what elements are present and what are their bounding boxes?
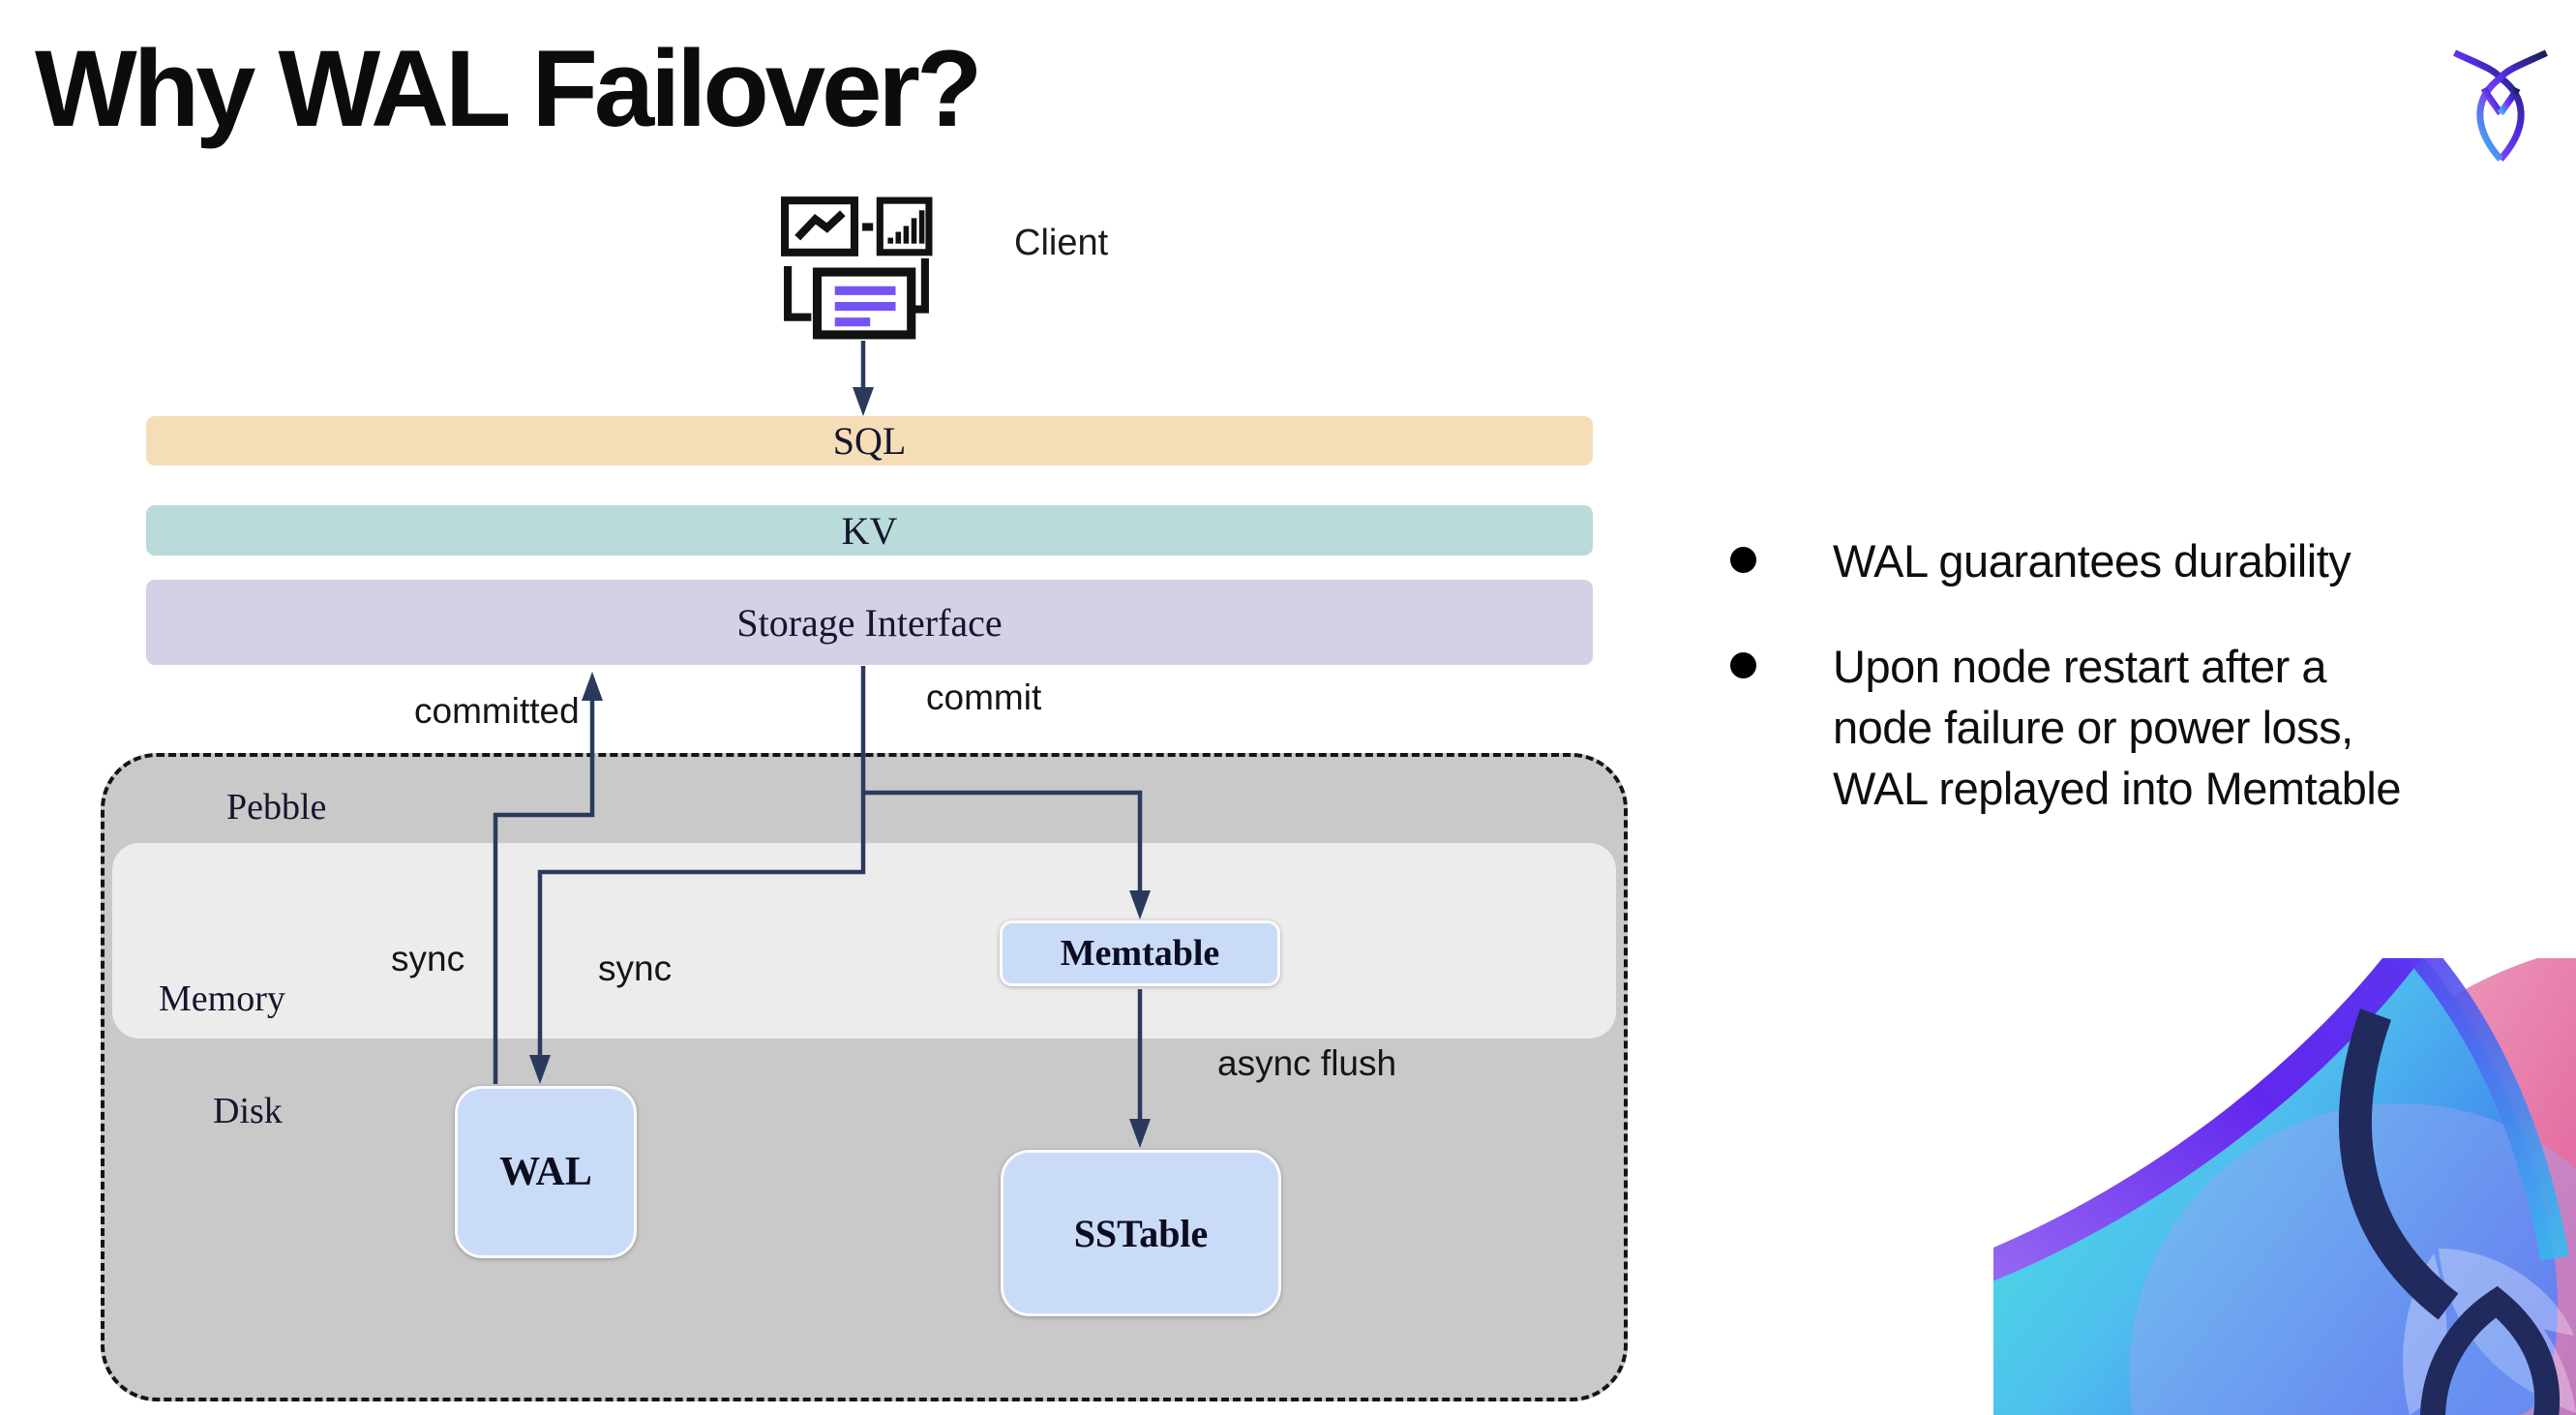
pebble-container: Pebble Memory Disk [101, 753, 1628, 1401]
layer-sql: SQL [146, 416, 1593, 466]
layer-sql-label: SQL [832, 419, 907, 463]
memtable-box: Memtable [1000, 920, 1280, 986]
brand-corner-graphic [1993, 958, 2576, 1415]
layer-kv-label: KV [841, 508, 898, 553]
arrowhead-committed-up [582, 672, 603, 701]
sstable-label: SSTable [1073, 1211, 1209, 1255]
cockroachdb-logo-icon [2453, 49, 2548, 162]
art-rim-arc [2405, 958, 2569, 1261]
pebble-label: Pebble [226, 787, 327, 828]
bullet-list: WAL guarantees durability Upon node rest… [1715, 530, 2566, 819]
client-icon [781, 196, 933, 340]
art-navy-stem [2339, 1009, 2459, 1320]
slide-title: Why WAL Failover? [35, 28, 982, 149]
wal-box: WAL [455, 1086, 637, 1258]
sync-wal-left-label: sync [391, 939, 465, 978]
commit-edge-label: commit [926, 677, 1042, 717]
committed-edge-label: committed [414, 691, 580, 731]
client-label: Client [1014, 223, 1109, 263]
bullet-item-durability: WAL guarantees durability [1715, 530, 2566, 591]
memory-label: Memory [159, 978, 285, 1019]
async-flush-label: async flush [1217, 1043, 1397, 1083]
disk-label: Disk [213, 1091, 283, 1131]
bullet-item-replay: Upon node restart after a node failure o… [1715, 636, 2566, 819]
memory-region [112, 843, 1616, 1039]
layer-storage-interface: Storage Interface [146, 580, 1593, 665]
memtable-label: Memtable [1060, 933, 1220, 974]
layer-kv: KV [146, 505, 1593, 556]
sstable-box: SSTable [1001, 1150, 1281, 1316]
bullet-text: WAL guarantees durability [1833, 535, 2351, 587]
sync-wal-right-label: sync [598, 948, 673, 988]
arrowhead-into-sql [853, 387, 874, 416]
layer-storage-label: Storage Interface [736, 600, 1003, 645]
wal-label: WAL [499, 1150, 592, 1194]
bullet-text: Upon node restart after a node failure o… [1833, 641, 2401, 814]
art-navy-leaf [2420, 1285, 2561, 1415]
art-purple-ring [1993, 958, 2422, 1281]
